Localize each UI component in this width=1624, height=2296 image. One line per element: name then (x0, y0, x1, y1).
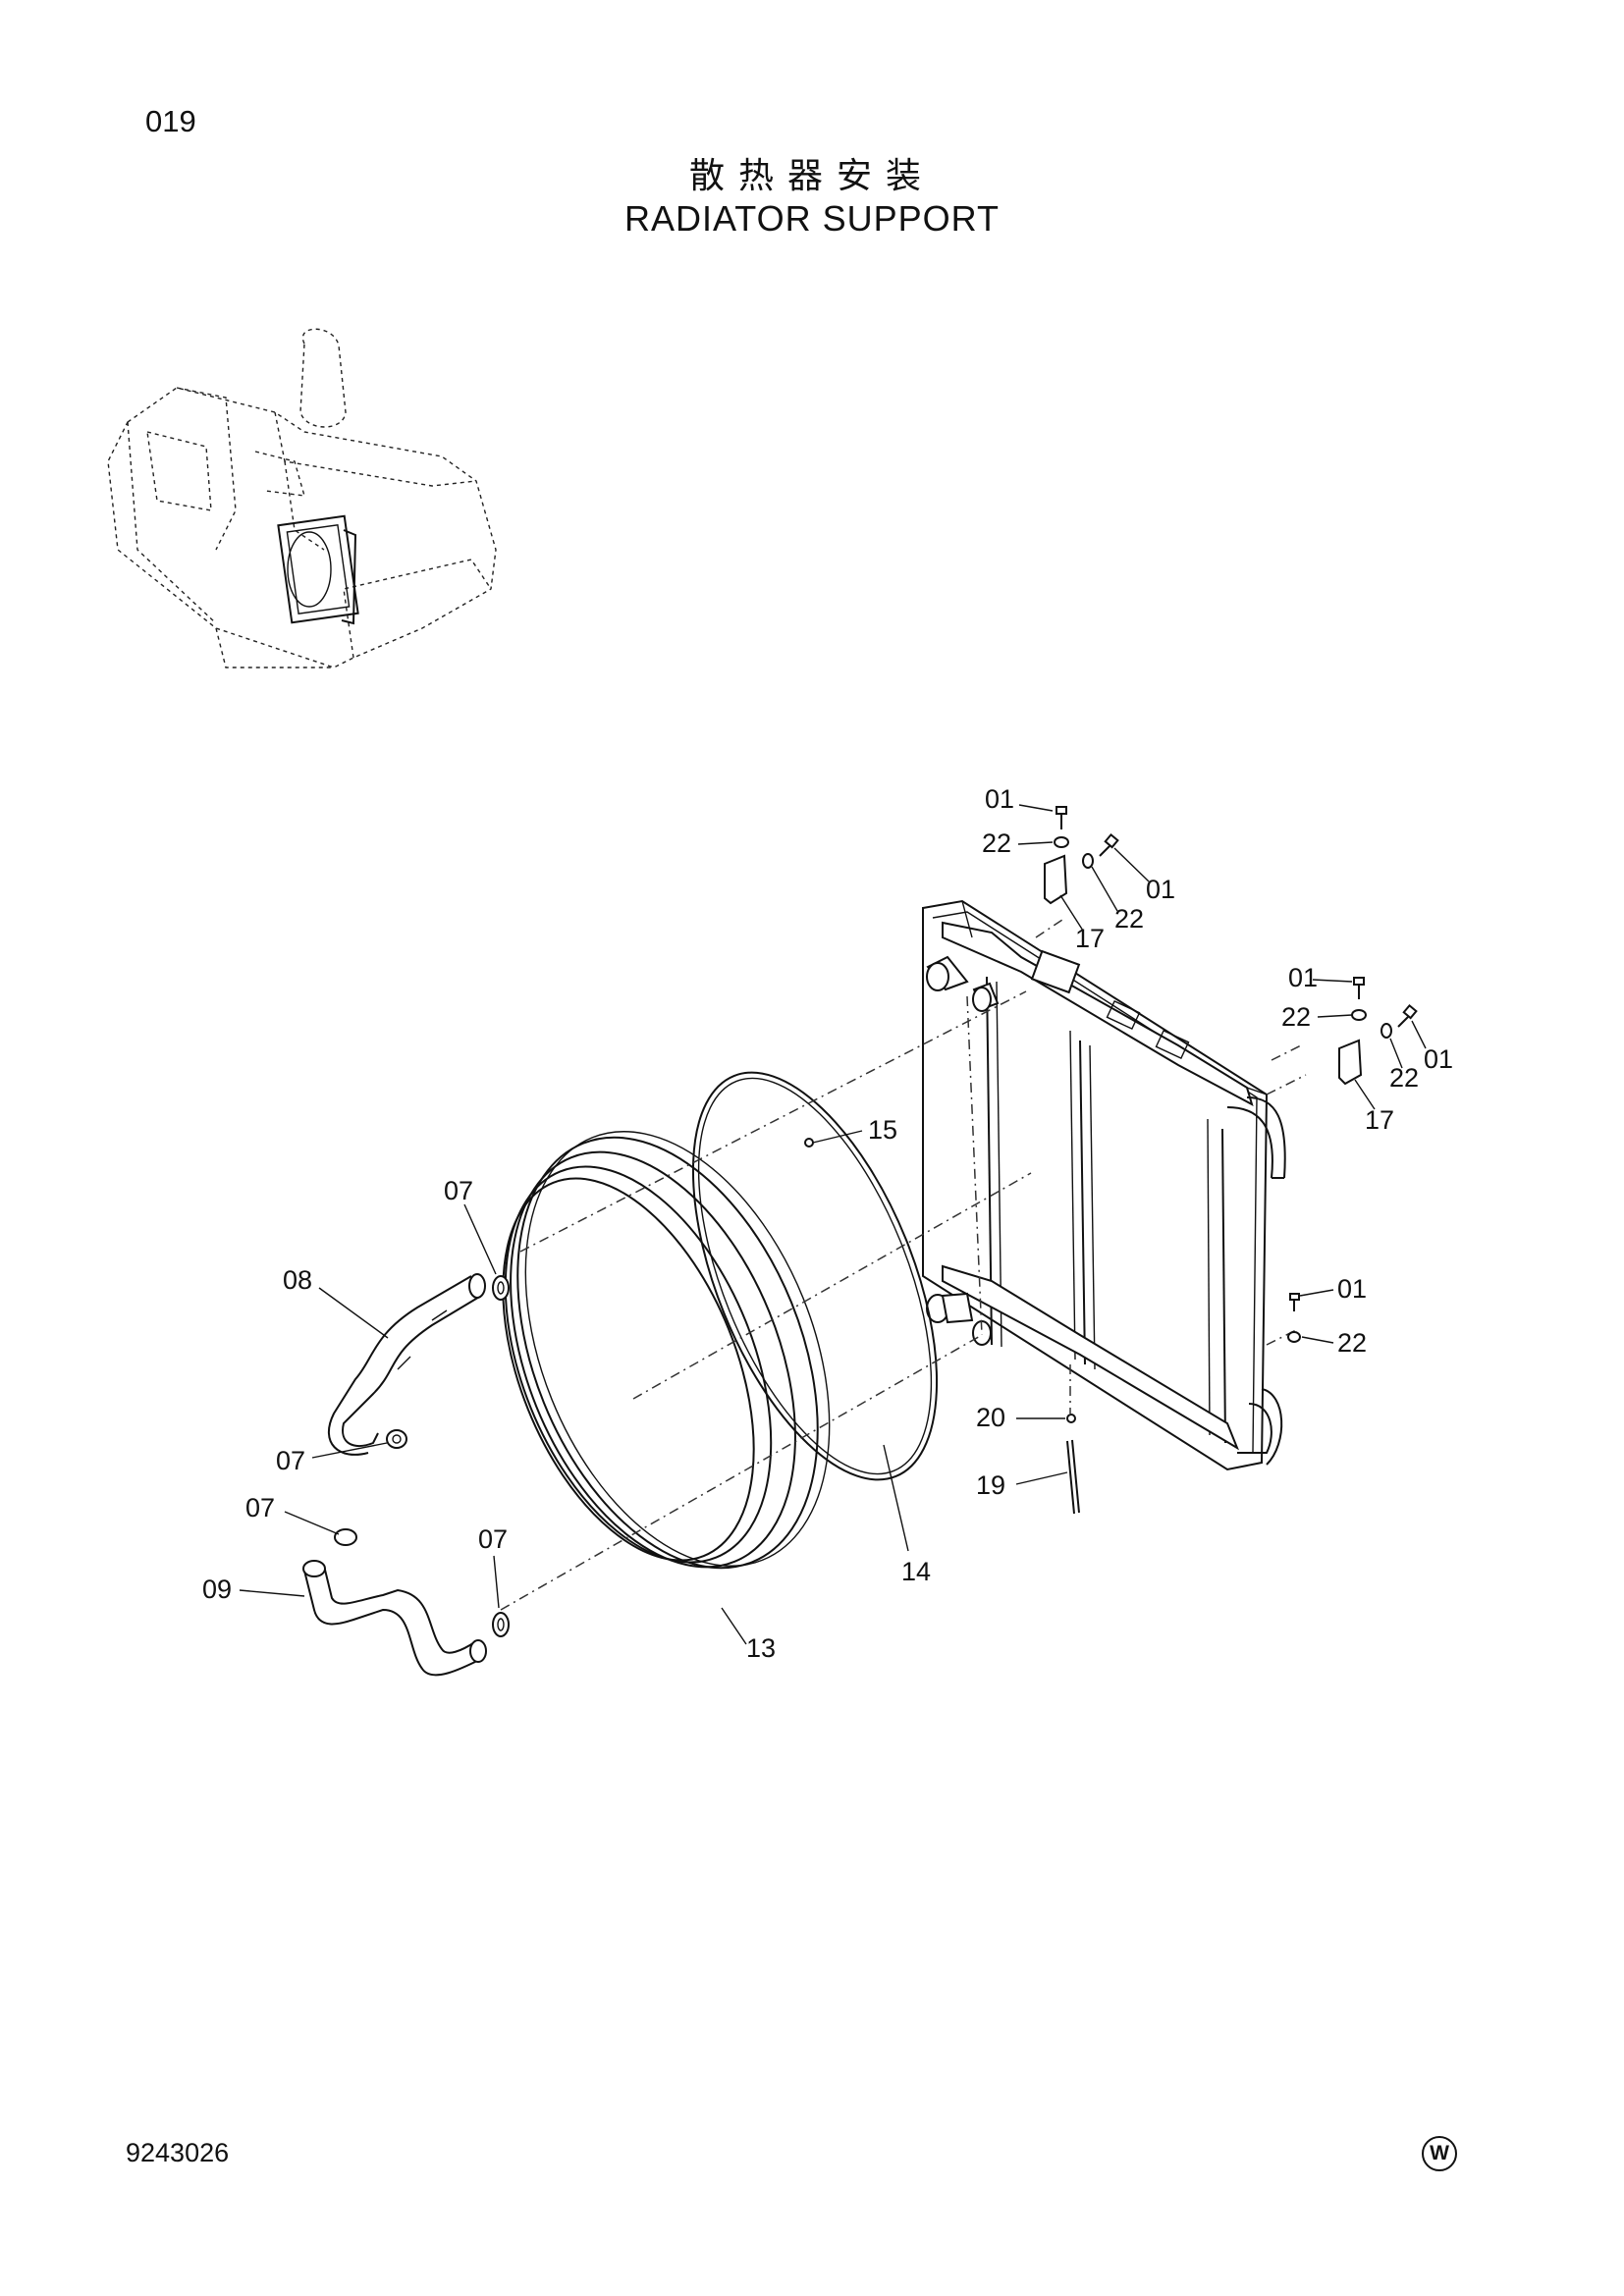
page-number: 019 (145, 104, 196, 138)
lower-hose (302, 1560, 487, 1677)
callout-01-bottom: 01 (1337, 1274, 1367, 1304)
callout-20: 20 (976, 1403, 1005, 1432)
w-mark-symbol: W (1422, 2136, 1457, 2171)
upper-hose (328, 1273, 486, 1456)
seal-ring (691, 1071, 939, 1481)
fasteners (804, 806, 1418, 1515)
callout-22-top: 22 (982, 828, 1011, 858)
callout-15: 15 (868, 1115, 897, 1145)
callout-17-right: 17 (1365, 1105, 1394, 1135)
callout-07-left: 07 (245, 1493, 275, 1522)
alignment-lines (500, 917, 1307, 1611)
callout-22-right-lower: 22 (1389, 1063, 1419, 1093)
callout-22-right: 22 (1281, 1002, 1311, 1032)
fan-shroud (502, 1131, 831, 1570)
callout-17-top: 17 (1075, 924, 1105, 953)
radiator-assembly (922, 899, 1286, 1471)
callout-01-top: 01 (985, 784, 1014, 814)
machine-overview-thumbnail (107, 328, 497, 668)
title-english: RADIATOR SUPPORT (623, 198, 1001, 239)
callout-01-right: 01 (1288, 963, 1318, 992)
callout-08: 08 (283, 1265, 312, 1295)
callout-22-bottom: 22 (1337, 1328, 1367, 1358)
title-chinese: 散热器安装 (688, 156, 935, 196)
callout-14: 14 (901, 1557, 931, 1586)
callout-13: 13 (746, 1633, 776, 1663)
callout-22-top-right: 22 (1114, 904, 1144, 934)
hose-clamps (334, 1275, 510, 1637)
callout-07-upper: 07 (444, 1176, 473, 1205)
callout-01-right-lower: 01 (1424, 1044, 1453, 1074)
document-number: 9243026 (126, 2138, 230, 2167)
callouts: 01 22 01 22 17 01 22 22 01 17 15 01 22 0… (202, 784, 1453, 1663)
callout-07-lower: 07 (478, 1524, 508, 1554)
callout-07-mid: 07 (276, 1446, 305, 1475)
callout-09: 09 (202, 1575, 232, 1604)
leader-lines (239, 804, 1427, 1645)
callout-19: 19 (976, 1470, 1005, 1500)
callout-01-top-right: 01 (1146, 875, 1175, 904)
